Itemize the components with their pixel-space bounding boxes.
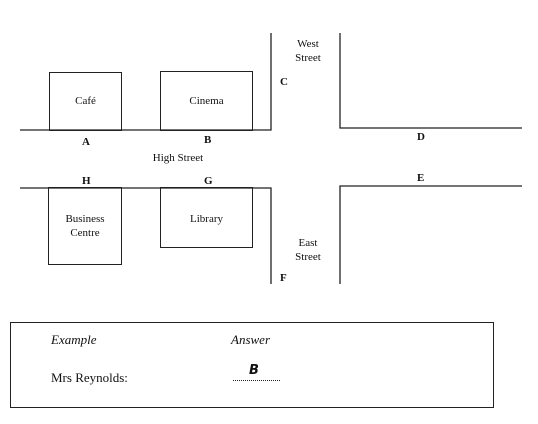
letter-h: H [82, 175, 91, 187]
example-label: Example [51, 332, 97, 347]
letter-d: D [417, 131, 425, 143]
cinema-building [160, 71, 253, 131]
business-centre-label: Business Centre [65, 213, 105, 239]
business-centre-building [48, 187, 122, 265]
letter-f: F [280, 272, 287, 284]
library-building [160, 187, 253, 248]
cinema-label: Cinema [189, 95, 224, 107]
road-edge-south-left [20, 187, 272, 284]
east-street-label: East Street [295, 237, 321, 263]
road-edge-north-right [339, 33, 522, 129]
high-street-label: High Street [152, 152, 204, 164]
west-street-label: West Street [295, 38, 321, 64]
letter-g: G [204, 175, 213, 187]
letter-b: B [204, 134, 212, 146]
letter-a: A [82, 136, 90, 148]
answer-label: Answer [231, 332, 270, 347]
answer-blank [233, 380, 280, 381]
letter-e: E [417, 172, 425, 184]
letter-c: C [280, 76, 288, 88]
question-label: Mrs Reynolds: [51, 370, 128, 385]
cafe-label: Café [75, 95, 96, 107]
road-edge-south-right [339, 185, 522, 284]
answer-value: B [249, 363, 259, 378]
cafe-building [49, 72, 122, 131]
library-label: Library [190, 213, 223, 225]
example-answer-box: Example Answer Mrs Reynolds: B [10, 322, 494, 408]
